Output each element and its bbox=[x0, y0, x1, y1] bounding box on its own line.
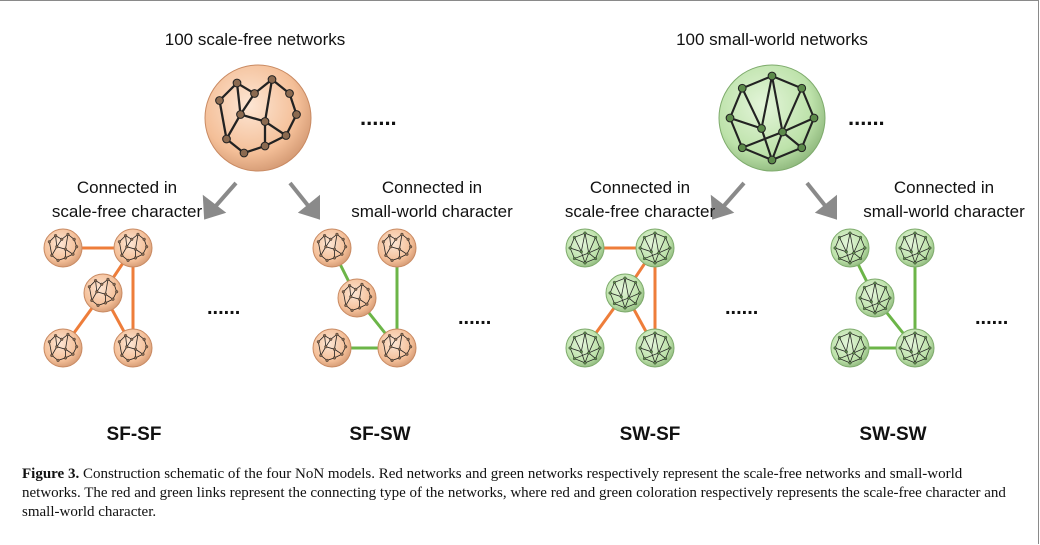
scale-free-network-node bbox=[113, 328, 153, 368]
model-sf-sf bbox=[43, 228, 153, 368]
model-sf-sw bbox=[312, 228, 417, 368]
branch-label-3-line2: scale-free character bbox=[565, 202, 716, 221]
model-sw-sw bbox=[830, 228, 935, 368]
group-title-small-world: 100 small-world networks bbox=[676, 30, 868, 49]
ellipsis-model-sf-sw: ...... bbox=[458, 307, 491, 329]
scale-free-network-node bbox=[377, 328, 417, 368]
branch-label-2-line2: small-world character bbox=[351, 202, 513, 221]
scale-free-network-circle bbox=[204, 64, 312, 172]
small-world-network-node bbox=[565, 228, 605, 268]
small-world-network-node bbox=[830, 328, 870, 368]
model-label-sw-sf: SW-SF bbox=[620, 424, 681, 445]
ellipsis-model-sf-sf: ...... bbox=[207, 297, 240, 319]
scale-free-network-node bbox=[337, 278, 377, 318]
branch-arrows bbox=[202, 181, 837, 220]
scale-free-network-node bbox=[377, 228, 417, 268]
scale-free-network-node bbox=[43, 228, 83, 268]
branch-label-4-line1: Connected in bbox=[894, 178, 994, 197]
scale-free-network-node bbox=[43, 328, 83, 368]
scale-free-network-node bbox=[312, 328, 352, 368]
small-world-network-node bbox=[830, 228, 870, 268]
small-world-network-node bbox=[635, 328, 675, 368]
branch-label-2-line1: Connected in bbox=[382, 178, 482, 197]
ellipsis-model-sw-sf: ...... bbox=[725, 297, 758, 319]
ellipsis-model-sw-sw: ...... bbox=[975, 307, 1008, 329]
ellipsis-scale-free-group: ...... bbox=[360, 105, 397, 130]
caption-text: Construction schematic of the four NoN m… bbox=[22, 466, 1006, 520]
branch-label-1-line1: Connected in bbox=[77, 178, 177, 197]
branch-label-4-line2: small-world character bbox=[863, 202, 1025, 221]
model-label-sw-sw: SW-SW bbox=[859, 424, 926, 445]
caption-label: Figure 3. bbox=[22, 466, 80, 482]
model-diagrams bbox=[43, 228, 935, 368]
figure-caption: Figure 3. Construction schematic of the … bbox=[22, 465, 1012, 522]
branch-label-3-line1: Connected in bbox=[590, 178, 690, 197]
small-world-network-node bbox=[895, 228, 935, 268]
model-sw-sf bbox=[565, 228, 675, 368]
scale-free-network-node bbox=[83, 273, 123, 313]
small-world-network-node bbox=[895, 328, 935, 368]
small-world-network-circle bbox=[718, 64, 826, 172]
ellipsis-small-world-group: ...... bbox=[848, 105, 885, 130]
small-world-network-node bbox=[605, 273, 645, 313]
branch-label-1-line2: scale-free character bbox=[52, 202, 203, 221]
scale-free-network-node bbox=[312, 228, 352, 268]
scale-free-network-node bbox=[113, 228, 153, 268]
figure-diagram: 100 scale-free networks 100 small-world … bbox=[43, 30, 1025, 445]
group-title-scale-free: 100 scale-free networks bbox=[165, 30, 345, 49]
small-world-network-node bbox=[855, 278, 895, 318]
model-label-sf-sw: SF-SW bbox=[349, 424, 410, 445]
model-label-sf-sf: SF-SF bbox=[107, 424, 162, 445]
small-world-network-node bbox=[635, 228, 675, 268]
small-world-network-node bbox=[565, 328, 605, 368]
